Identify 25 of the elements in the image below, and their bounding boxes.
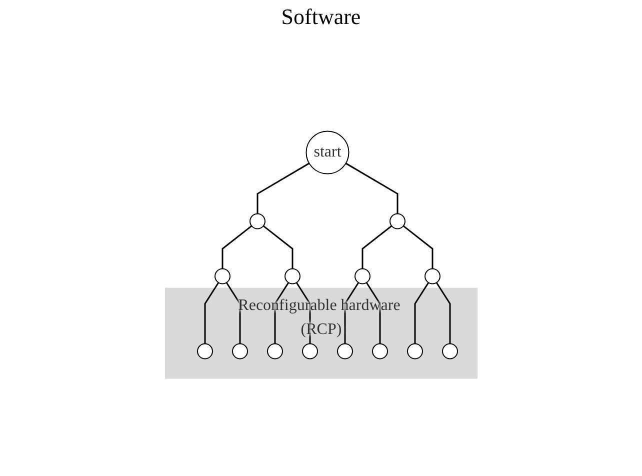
node-circle (196, 343, 213, 360)
connector (402, 225, 433, 269)
node-circle (302, 343, 318, 360)
node-circle (336, 343, 353, 360)
region-label: Software (281, 4, 361, 29)
connector (256, 162, 310, 214)
connector (222, 225, 252, 269)
node-circle (266, 343, 283, 360)
node-circle (424, 268, 440, 284)
connector (204, 282, 219, 344)
node-circle (249, 213, 266, 230)
node-circle: start (305, 130, 350, 174)
connector (362, 225, 392, 269)
node-circle (284, 268, 300, 284)
node-circle (354, 268, 370, 284)
node-circle (406, 343, 423, 360)
connector (436, 282, 450, 344)
connector (262, 225, 293, 269)
connector (414, 282, 429, 344)
node-circle (442, 343, 458, 360)
connector (345, 162, 398, 214)
node-circle (232, 343, 248, 360)
node-circle (372, 343, 388, 360)
node-circle (389, 213, 406, 230)
node-circle (214, 268, 230, 284)
